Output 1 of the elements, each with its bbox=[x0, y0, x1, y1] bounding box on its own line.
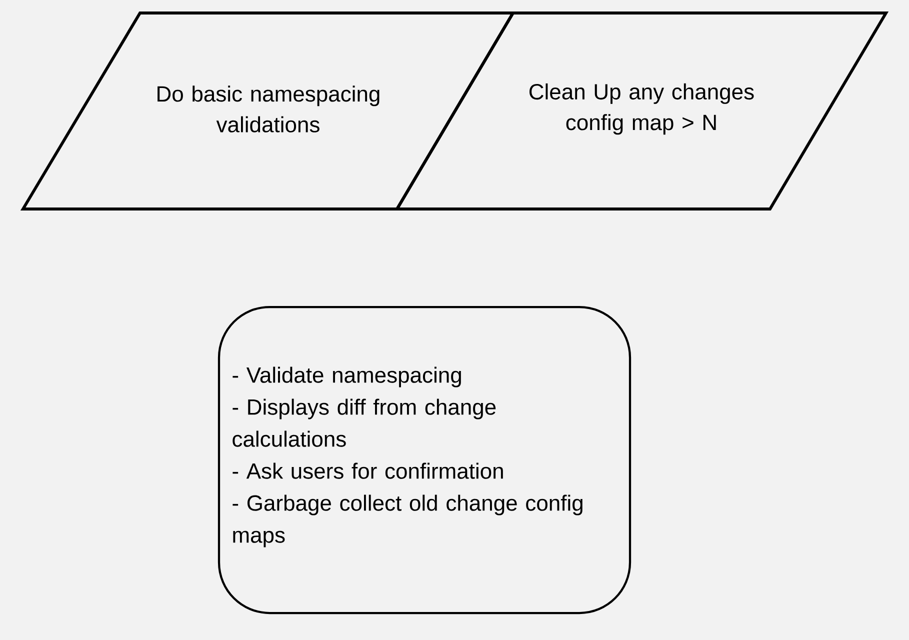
rounded-box: - Validate namespacing - Displays diff from change calculations - Ask users for confirmation - Garbage collect old change config maps bbox=[218, 306, 632, 614]
